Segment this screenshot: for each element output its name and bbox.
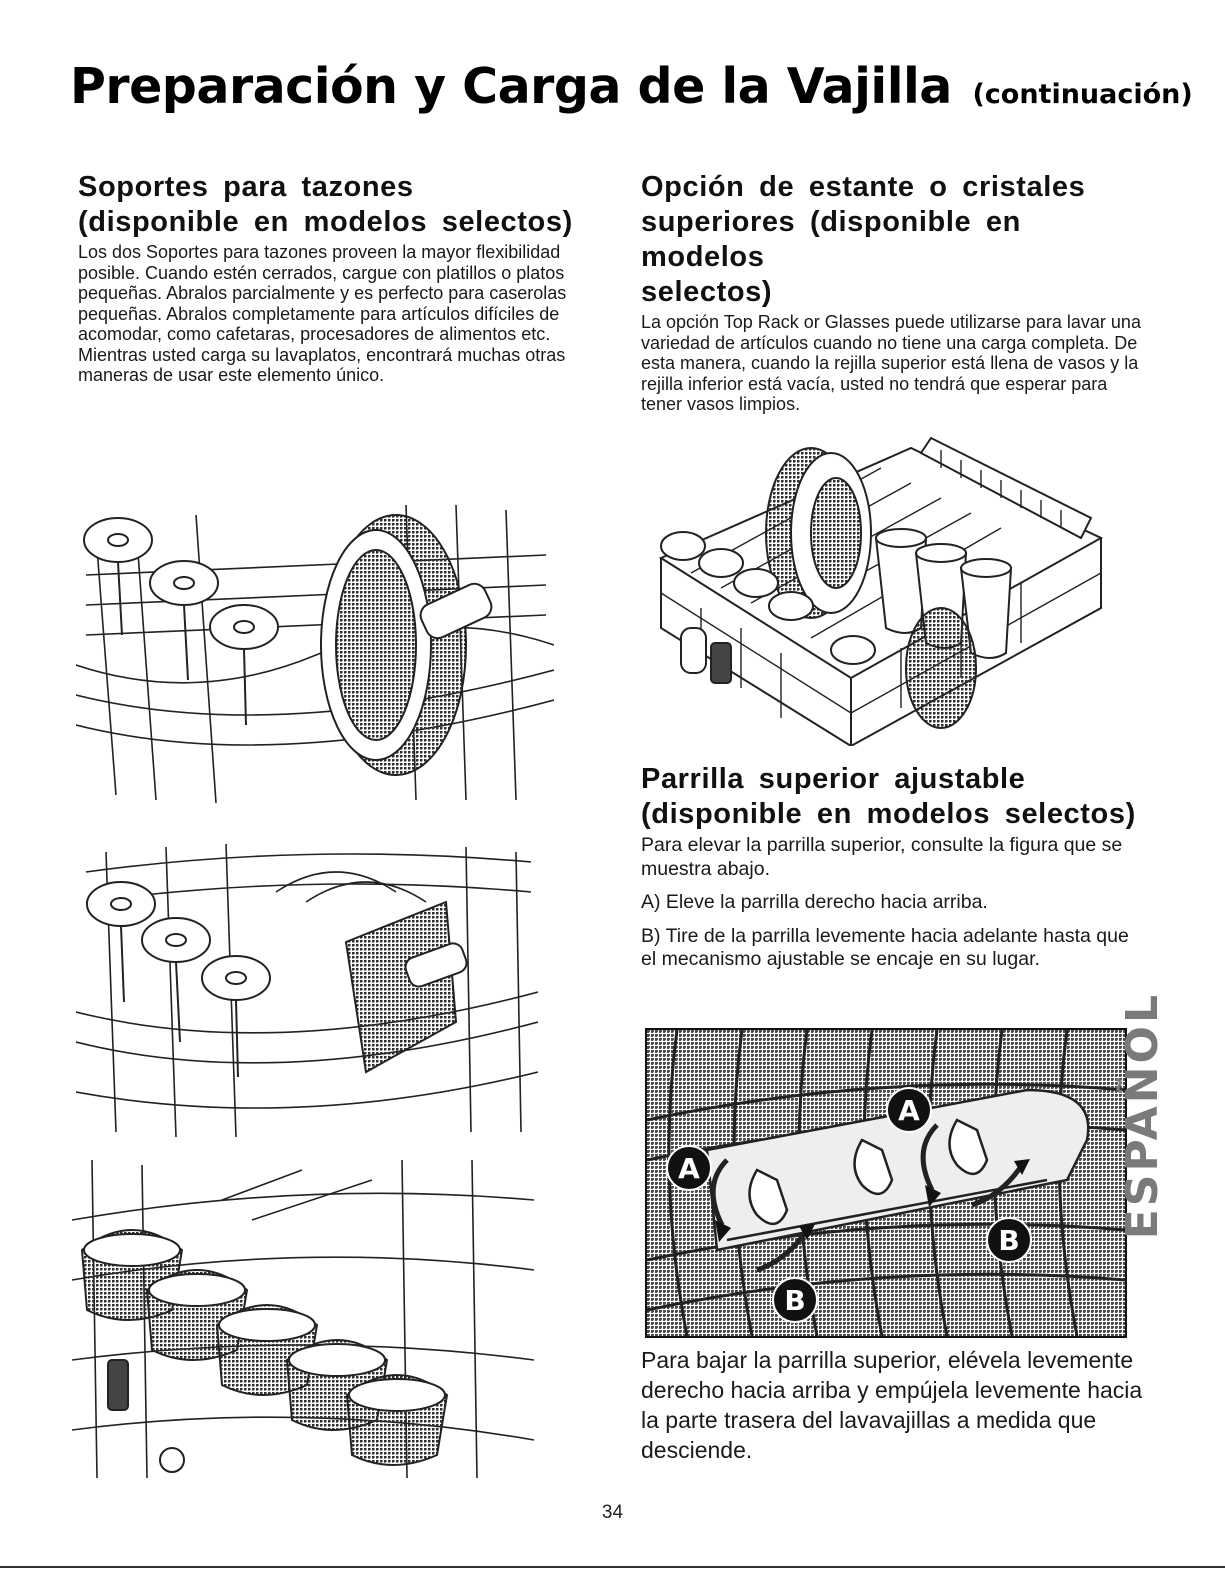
top-rack-section: Opción de estante o cristales superiores…: [641, 170, 1141, 415]
callout-b-left-label: B: [784, 1284, 805, 1317]
callout-a-left-label: A: [678, 1152, 700, 1185]
language-side-tab-label: ESPAÑOL: [1116, 992, 1168, 1240]
adjustable-rack-step-a: A) Eleve la parrilla derecho hacia arrib…: [641, 891, 988, 913]
callout-a-right-label: A: [898, 1094, 920, 1127]
top-rack-body: La opción Top Rack or Glasses puede util…: [641, 312, 1141, 414]
top-rack-heading-line2: superiores (disponible en modelos: [641, 206, 1021, 273]
bowl-holders-closed-figure: [76, 495, 554, 805]
page-title-main: Preparación y Carga de la Vajilla: [70, 58, 952, 115]
top-rack-figure: [641, 428, 1121, 746]
adjustable-rack-step-b: B) Tire de la parrilla levemente hacia a…: [641, 924, 1129, 971]
callout-a-left: A: [666, 1145, 712, 1191]
bowl-holders-heading: Soportes para tazones (disponible en mod…: [78, 170, 578, 240]
bowl-holders-partial-figure: [76, 832, 538, 1140]
page-number: 34: [601, 1502, 624, 1523]
bowls-loaded-figure: [72, 1160, 534, 1478]
callout-b-right-label: B: [998, 1224, 1019, 1257]
language-side-tab: ESPAÑOL: [1117, 992, 1168, 1239]
page-title-suffix: (continuación): [972, 79, 1193, 110]
callout-b-right: B: [986, 1217, 1032, 1263]
rack-adjuster-figure: A A B B: [645, 1028, 1127, 1338]
bowl-holders-heading-line2: (disponible en modelos selectos): [78, 206, 573, 238]
adjustable-rack-body: Para elevar la parrilla superior, consul…: [641, 834, 1141, 972]
lower-rack-instructions: Para bajar la parrilla superior, elévela…: [641, 1347, 1143, 1463]
callout-b-left: B: [772, 1277, 818, 1323]
adjustable-rack-section: Parrilla superior ajustable (disponible …: [641, 762, 1141, 982]
page-title: Preparación y Carga de la Vajilla (conti…: [70, 58, 1193, 115]
callout-a-right: A: [886, 1087, 932, 1133]
adjustable-rack-intro: Para elevar la parrilla superior, consul…: [641, 834, 1123, 880]
top-rack-heading: Opción de estante o cristales superiores…: [641, 170, 1141, 310]
top-rack-heading-line3: selectos): [641, 276, 773, 308]
bowl-holders-section: Soportes para tazones (disponible en mod…: [78, 170, 578, 386]
bottom-rule: [0, 1566, 1225, 1568]
adjustable-rack-heading: Parrilla superior ajustable (disponible …: [641, 762, 1141, 832]
top-rack-heading-line1: Opción de estante o cristales: [641, 171, 1086, 203]
adjustable-rack-heading-line2: (disponible en modelos selectos): [641, 798, 1136, 830]
bowl-holders-heading-line1: Soportes para tazones: [78, 171, 414, 203]
bowl-holders-body: Los dos Soportes para tazones proveen la…: [78, 242, 567, 385]
adjustable-rack-heading-line1: Parrilla superior ajustable: [641, 763, 1026, 795]
